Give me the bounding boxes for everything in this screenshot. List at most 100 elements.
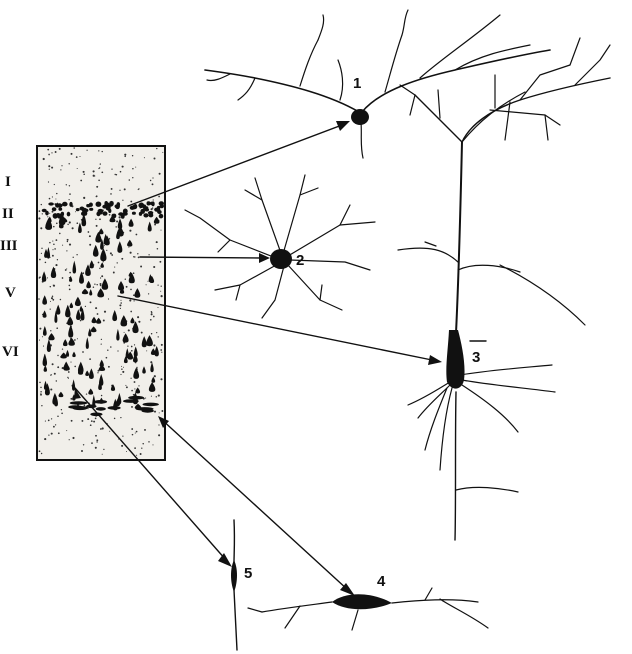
stipple-dot: [56, 193, 57, 194]
stipple-dot: [100, 163, 101, 164]
stipple-dot: [55, 199, 56, 200]
stipple-dot: [119, 304, 121, 306]
stipple-dot: [151, 396, 152, 397]
stipple-dot: [122, 435, 123, 436]
stipple-dot: [153, 344, 155, 346]
stipple-dot: [39, 450, 41, 452]
stipple-dot: [158, 424, 159, 425]
arrowhead-neuron-5: [218, 553, 232, 567]
stipple-dot: [93, 170, 95, 172]
stipple-dot: [57, 355, 58, 356]
stipple-dot: [122, 166, 124, 168]
stipple-dot: [74, 366, 76, 368]
stipple-dot: [153, 316, 155, 318]
stipple-dot: [158, 395, 160, 397]
stipple-dot: [48, 181, 49, 182]
stipple-dot: [152, 177, 153, 178]
stipple-dot: [160, 291, 161, 292]
stipple-dot: [109, 238, 110, 239]
granule-cell-body: [154, 208, 159, 212]
stipple-dot: [53, 426, 55, 428]
stipple-dot: [109, 431, 110, 432]
stipple-dot: [52, 255, 54, 257]
stipple-dot: [120, 300, 121, 301]
stipple-dot: [40, 394, 42, 396]
stipple-dot: [62, 245, 63, 246]
stipple-dot: [131, 390, 133, 392]
stipple-dot: [94, 284, 95, 285]
stipple-dot: [40, 387, 42, 389]
stipple-dot: [85, 306, 86, 307]
granule-cell-body: [149, 213, 154, 217]
stipple-dot: [156, 396, 158, 398]
stipple-dot: [71, 153, 73, 155]
stipple-dot: [161, 410, 163, 412]
stipple-dot: [106, 250, 107, 251]
stipple-dot: [107, 349, 108, 350]
stipple-dot: [90, 424, 92, 426]
stipple-dot: [101, 339, 102, 340]
neuron-1-label: 1: [353, 75, 361, 92]
stipple-dot: [70, 398, 72, 400]
stipple-dot: [148, 441, 149, 442]
stipple-dot: [39, 382, 41, 384]
layer-label-V: V: [5, 285, 16, 301]
stipple-dot: [135, 167, 136, 168]
stipple-dot: [77, 338, 78, 339]
stipple-dot: [38, 298, 40, 300]
stipple-dot: [101, 344, 102, 345]
stipple-dot: [60, 169, 61, 170]
stipple-dot: [103, 449, 104, 450]
stipple-dot: [69, 272, 71, 274]
neuron-2-stellate-cell: 2: [185, 175, 375, 318]
stipple-dot: [41, 405, 42, 406]
stipple-dot: [121, 445, 123, 447]
stipple-dot: [97, 313, 99, 315]
stipple-dot: [158, 434, 160, 436]
granule-cell-body: [42, 209, 47, 212]
stipple-dot: [74, 339, 76, 341]
stipple-dot: [89, 235, 91, 237]
stipple-dot: [157, 307, 158, 308]
stipple-dot: [86, 150, 87, 151]
stipple-dot: [130, 378, 131, 379]
stipple-dot: [116, 221, 118, 223]
stipple-dot: [136, 455, 137, 456]
granule-cell-body: [69, 202, 72, 207]
stipple-dot: [159, 261, 161, 263]
stipple-dot: [133, 294, 135, 296]
stipple-dot: [123, 367, 124, 368]
stipple-dot: [50, 330, 51, 331]
stipple-dot: [160, 349, 162, 351]
stipple-dot: [133, 256, 134, 257]
stipple-dot: [96, 441, 97, 442]
stipple-dot: [75, 211, 76, 212]
stipple-dot: [83, 171, 85, 173]
stipple-dot: [91, 420, 93, 422]
stipple-dot: [144, 157, 145, 158]
stipple-dot: [157, 248, 159, 250]
stipple-dot: [101, 275, 103, 277]
stipple-dot: [83, 173, 85, 175]
stipple-dot: [38, 217, 40, 219]
granule-cell-body: [57, 204, 63, 208]
stipple-dot: [142, 443, 143, 444]
stipple-dot: [55, 424, 56, 425]
stipple-dot: [47, 216, 48, 217]
stipple-dot: [137, 253, 138, 254]
stipple-dot: [41, 248, 42, 249]
stipple-dot: [88, 231, 90, 233]
stipple-dot: [47, 277, 48, 278]
granule-cell-body: [89, 208, 93, 211]
stipple-dot: [161, 286, 162, 287]
stipple-dot: [159, 412, 160, 413]
stipple-dot: [130, 289, 132, 291]
stipple-dot: [102, 151, 103, 152]
stipple-dot: [117, 262, 118, 263]
stipple-dot: [49, 213, 50, 214]
stipple-dot: [130, 201, 132, 203]
stipple-dot: [43, 346, 44, 347]
stipple-dot: [39, 328, 41, 330]
stipple-dot: [120, 171, 122, 173]
stipple-dot: [102, 427, 104, 429]
